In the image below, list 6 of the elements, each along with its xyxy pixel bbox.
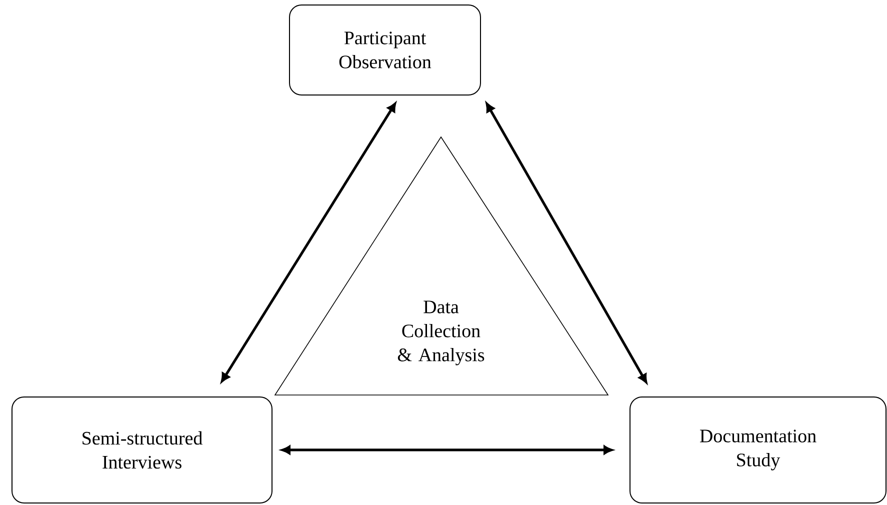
process-box: Semi-structured Interviews — [12, 396, 272, 504]
process-box: Documentation Study — [630, 396, 886, 504]
arrow — [486, 102, 648, 384]
arrow — [281, 446, 613, 454]
arrow — [220, 102, 396, 382]
process-box: Participant Observation — [289, 4, 481, 96]
